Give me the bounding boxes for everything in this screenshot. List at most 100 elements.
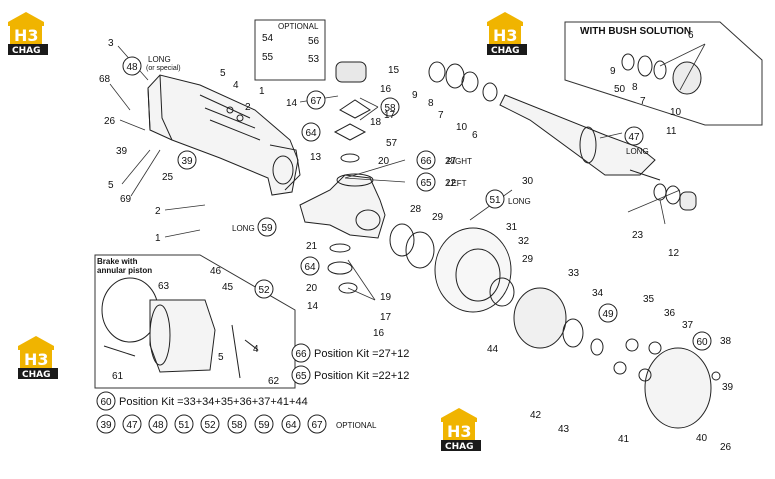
svg-text:66: 66 [420,156,432,167]
svg-text:9: 9 [610,66,616,77]
svg-text:20: 20 [378,156,390,167]
svg-text:35: 35 [643,294,655,305]
svg-text:8: 8 [632,82,638,93]
svg-text:13: 13 [310,152,322,163]
svg-text:2: 2 [155,206,161,217]
svg-text:31: 31 [506,222,518,233]
svg-text:64: 64 [305,128,317,139]
brand-logo-bottom: H3 CHAG [441,408,481,452]
svg-text:10: 10 [670,107,682,118]
svg-text:39: 39 [722,382,734,393]
svg-text:21: 21 [306,241,318,252]
svg-text:69: 69 [120,194,132,205]
svg-text:53: 53 [308,54,320,65]
svg-text:14: 14 [307,301,319,312]
svg-text:58: 58 [384,103,396,114]
svg-text:62: 62 [268,376,280,387]
svg-text:LEFT: LEFT [447,179,467,188]
svg-text:18: 18 [370,117,382,128]
svg-text:41: 41 [618,434,630,445]
svg-text:64: 64 [304,262,316,273]
kit-60-text: Position Kit =33+34+35+36+37+41+44 [119,396,308,408]
svg-text:50: 50 [614,84,626,95]
svg-text:65: 65 [420,178,432,189]
svg-text:39: 39 [100,420,112,431]
circled-callouts [96,56,712,434]
svg-text:46: 46 [210,266,222,277]
svg-text:6: 6 [472,130,478,141]
svg-text:37: 37 [682,320,694,331]
svg-text:60: 60 [100,397,112,408]
svg-text:60: 60 [696,337,708,348]
optional-inset-box [254,19,326,81]
svg-text:5: 5 [108,180,114,191]
svg-text:H3: H3 [24,350,49,369]
svg-text:15: 15 [388,65,400,76]
svg-text:59: 59 [258,420,270,431]
svg-text:33: 33 [568,268,580,279]
svg-text:7: 7 [640,96,646,107]
svg-text:59: 59 [261,223,273,234]
svg-text:H3: H3 [493,26,518,45]
bush-solution-title: WITH BUSH SOLUTION [580,26,691,37]
side-notes: LONG (or special) LONG LONG LONG RIGHT L… [146,55,649,233]
brand-logo-top-center: H3 CHAG [487,12,527,56]
svg-text:20: 20 [306,283,318,294]
svg-text:64: 64 [285,420,297,431]
optional-label: OPTIONAL [336,421,377,430]
svg-text:42: 42 [530,410,542,421]
axle-housing-drawing [147,74,301,196]
brake-inset-title-2: annular piston [97,266,152,275]
steering-knuckle-drawing [299,61,386,294]
svg-text:9: 9 [412,90,418,101]
svg-text:68: 68 [99,74,111,85]
brand-logo-top-left: H3 CHAG [8,12,48,56]
svg-text:56: 56 [308,36,320,47]
svg-text:1: 1 [155,233,161,244]
svg-text:40: 40 [696,433,708,444]
svg-text:55: 55 [262,52,274,63]
circled-callout-numbers: 48 67 58 64 39 66 65 47 51 59 64 52 60 4… [100,62,708,431]
svg-text:58: 58 [231,420,243,431]
svg-text:12: 12 [668,248,680,259]
svg-text:RIGHT: RIGHT [447,157,472,166]
svg-text:H3: H3 [447,422,472,441]
brake-inset-title-1: Brake with [97,257,138,266]
svg-text:38: 38 [720,336,732,347]
svg-text:CHAG: CHAG [491,46,520,56]
svg-text:CHAG: CHAG [22,370,51,380]
svg-text:16: 16 [380,84,392,95]
bush-solution-inset-box [564,21,763,126]
svg-text:39: 39 [181,156,193,167]
svg-text:17: 17 [384,110,396,121]
drive-shaft-drawing [499,94,661,181]
svg-text:17: 17 [380,312,392,323]
svg-text:LONG: LONG [508,197,531,206]
svg-text:65: 65 [295,371,307,382]
svg-text:51: 51 [489,195,501,206]
svg-text:H3: H3 [14,26,39,45]
svg-text:4: 4 [233,80,239,91]
svg-text:5: 5 [220,68,226,79]
svg-text:52: 52 [258,285,270,296]
svg-text:32: 32 [518,236,530,247]
svg-text:LONG: LONG [232,224,255,233]
svg-text:34: 34 [592,288,604,299]
svg-text:LONG: LONG [626,147,649,156]
svg-text:67: 67 [310,96,322,107]
svg-text:16: 16 [373,328,385,339]
svg-text:54: 54 [262,33,274,44]
svg-text:10: 10 [456,122,468,133]
svg-text:(or special): (or special) [146,65,181,72]
svg-text:27: 27 [445,156,457,167]
svg-text:48: 48 [152,420,164,431]
svg-text:67: 67 [311,420,323,431]
svg-text:1: 1 [259,86,265,97]
svg-text:63: 63 [158,281,170,292]
svg-text:66: 66 [295,349,307,360]
svg-text:8: 8 [428,98,434,109]
svg-text:7: 7 [438,110,444,121]
svg-text:CHAG: CHAG [445,442,474,452]
svg-text:29: 29 [522,254,534,265]
